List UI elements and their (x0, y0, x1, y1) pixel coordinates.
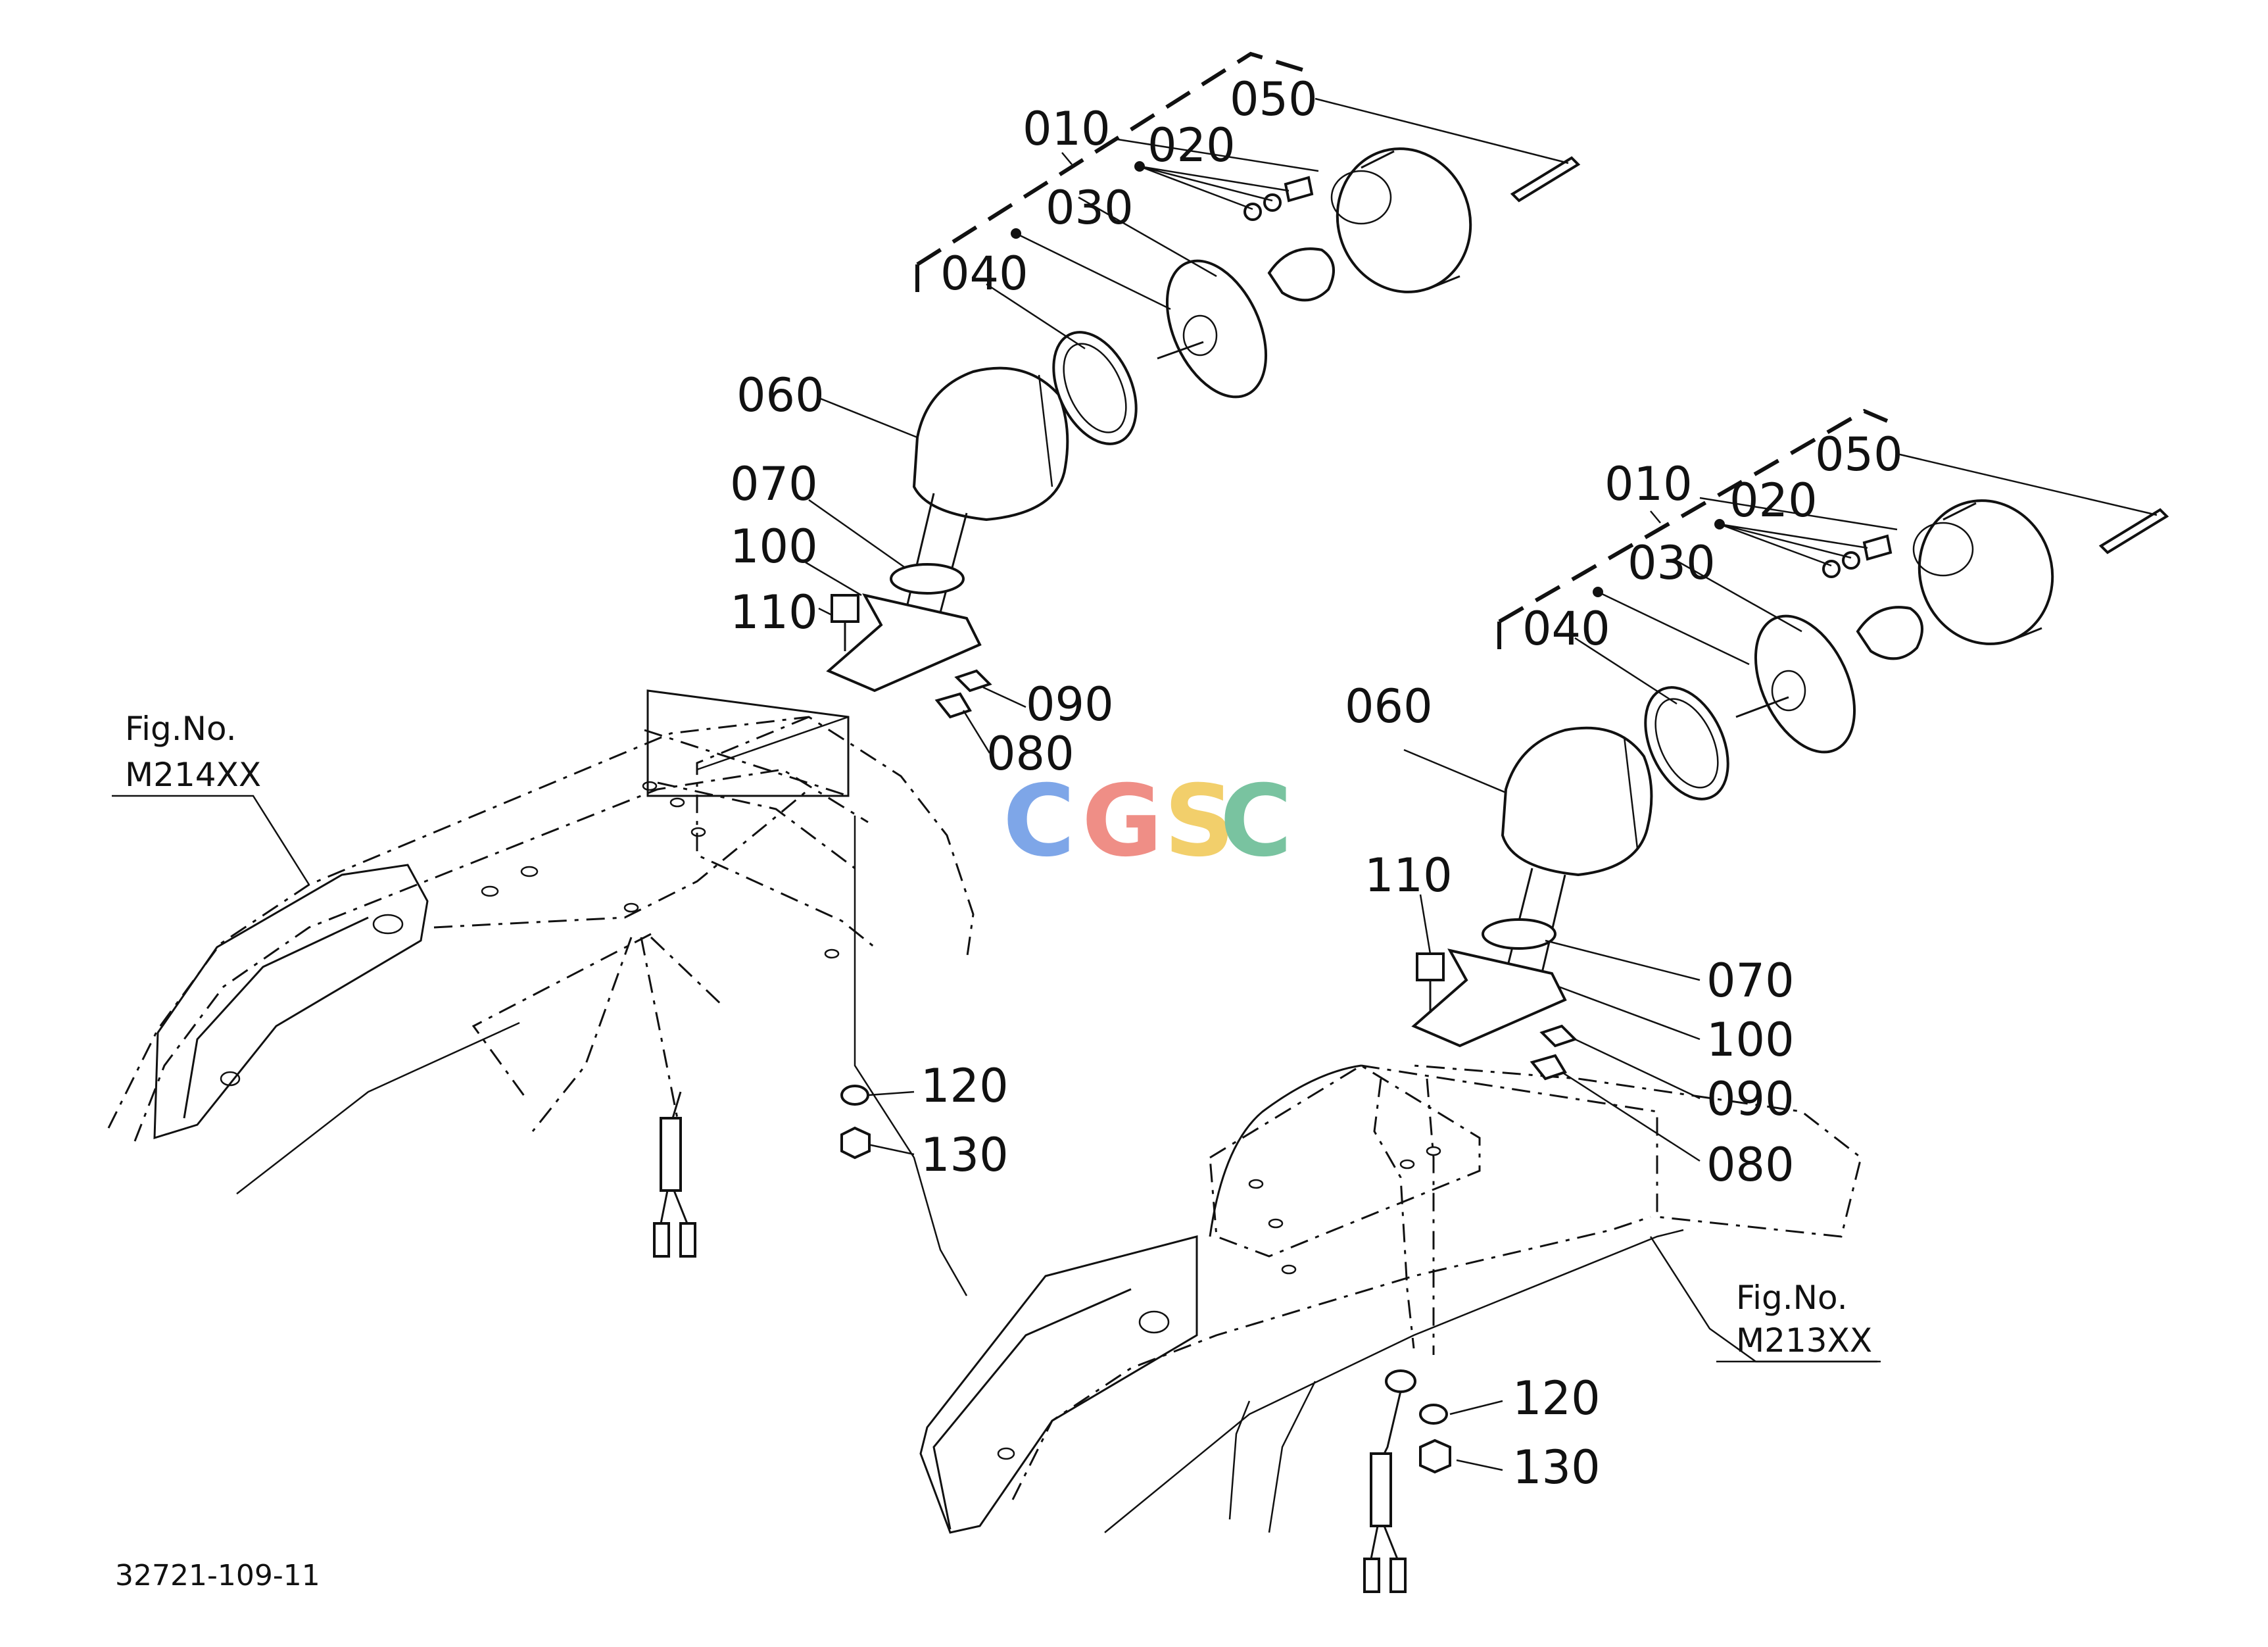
right-kit-bracket (1498, 408, 1889, 624)
left-callout-080: 080 (986, 727, 1074, 781)
left-callout-030: 030 (1046, 181, 1134, 235)
left-callout-060: 060 (736, 368, 825, 422)
left-callout-090: 090 (1026, 677, 1114, 731)
right-callout-020: 020 (1729, 474, 1818, 528)
left-kit-bracket (916, 51, 1316, 266)
left-callout-010: 010 (1023, 102, 1111, 156)
left-figure-label: Fig.No. (125, 710, 237, 748)
watermark-letter-1: C (1003, 764, 1075, 879)
left-callout-100: 100 (730, 520, 818, 574)
right-callout-030: 030 (1628, 536, 1716, 590)
drawing-code: 32721-109-11 (115, 1559, 320, 1592)
right-wire-harness (1363, 1390, 1407, 1593)
right-figure-number: M213XX (1736, 1321, 1872, 1360)
left-wire-harness (653, 1091, 696, 1258)
right-callout-050: 050 (1815, 428, 1903, 481)
right-washer-120 (1419, 1404, 1448, 1425)
right-callout-110: 110 (1364, 848, 1453, 902)
left-gasket-040 (1052, 331, 1138, 445)
watermark-letter-3: S (1164, 764, 1235, 879)
left-lens-030 (1165, 259, 1268, 399)
right-callout-100: 100 (1706, 1013, 1795, 1067)
left-bulb (1267, 247, 1335, 302)
left-mount-bracket (826, 593, 982, 693)
right-callout-120: 120 (1512, 1371, 1601, 1425)
right-nut-130 (1419, 1438, 1451, 1474)
right-callout-040: 040 (1522, 602, 1610, 656)
right-callout-080: 080 (1706, 1138, 1795, 1192)
right-fender (919, 1064, 1881, 1534)
right-gasket-040 (1644, 686, 1729, 800)
left-callout-130: 130 (921, 1128, 1009, 1182)
left-callout-110: 110 (730, 585, 818, 639)
left-fender (107, 689, 975, 1296)
left-bolt-110 (831, 594, 859, 623)
left-assembly: 010 020 030 040 050 060 070 100 110 090 … (107, 51, 1581, 1296)
left-washer-120 (840, 1085, 869, 1106)
left-callout-070: 070 (730, 457, 818, 511)
left-screw-050 (1510, 156, 1581, 203)
left-lamp-housing (912, 366, 1069, 522)
left-callout-040: 040 (940, 247, 1028, 301)
left-callout-020: 020 (1147, 118, 1236, 172)
right-lens-030 (1754, 614, 1856, 754)
right-callout-090: 090 (1706, 1072, 1795, 1126)
right-bolt-110 (1416, 952, 1445, 981)
watermark-logo: C G S C (1003, 764, 1292, 879)
watermark-letter-2: G (1082, 764, 1163, 879)
right-mount-bracket (1411, 948, 1567, 1048)
left-nut-130 (840, 1126, 871, 1160)
left-callout-050: 050 (1230, 72, 1318, 126)
right-callout-060: 060 (1345, 679, 1433, 733)
right-assembly: 010 020 030 040 050 060 110 070 100 090 … (919, 408, 2169, 1593)
right-lamp-housing (1501, 726, 1653, 877)
right-figure-label: Fig.No. (1736, 1279, 1848, 1317)
right-cap-050 (1918, 499, 2054, 645)
left-figure-number: M214XX (125, 756, 261, 794)
right-callout-070: 070 (1706, 954, 1795, 1008)
right-callout-130: 130 (1512, 1440, 1601, 1494)
right-bulb (1856, 606, 1923, 660)
left-cap-050 (1336, 147, 1472, 293)
watermark-letter-4: C (1220, 764, 1292, 879)
right-callout-010: 010 (1604, 457, 1693, 511)
left-callout-120: 120 (921, 1059, 1009, 1113)
right-screw-050 (2098, 508, 2169, 554)
